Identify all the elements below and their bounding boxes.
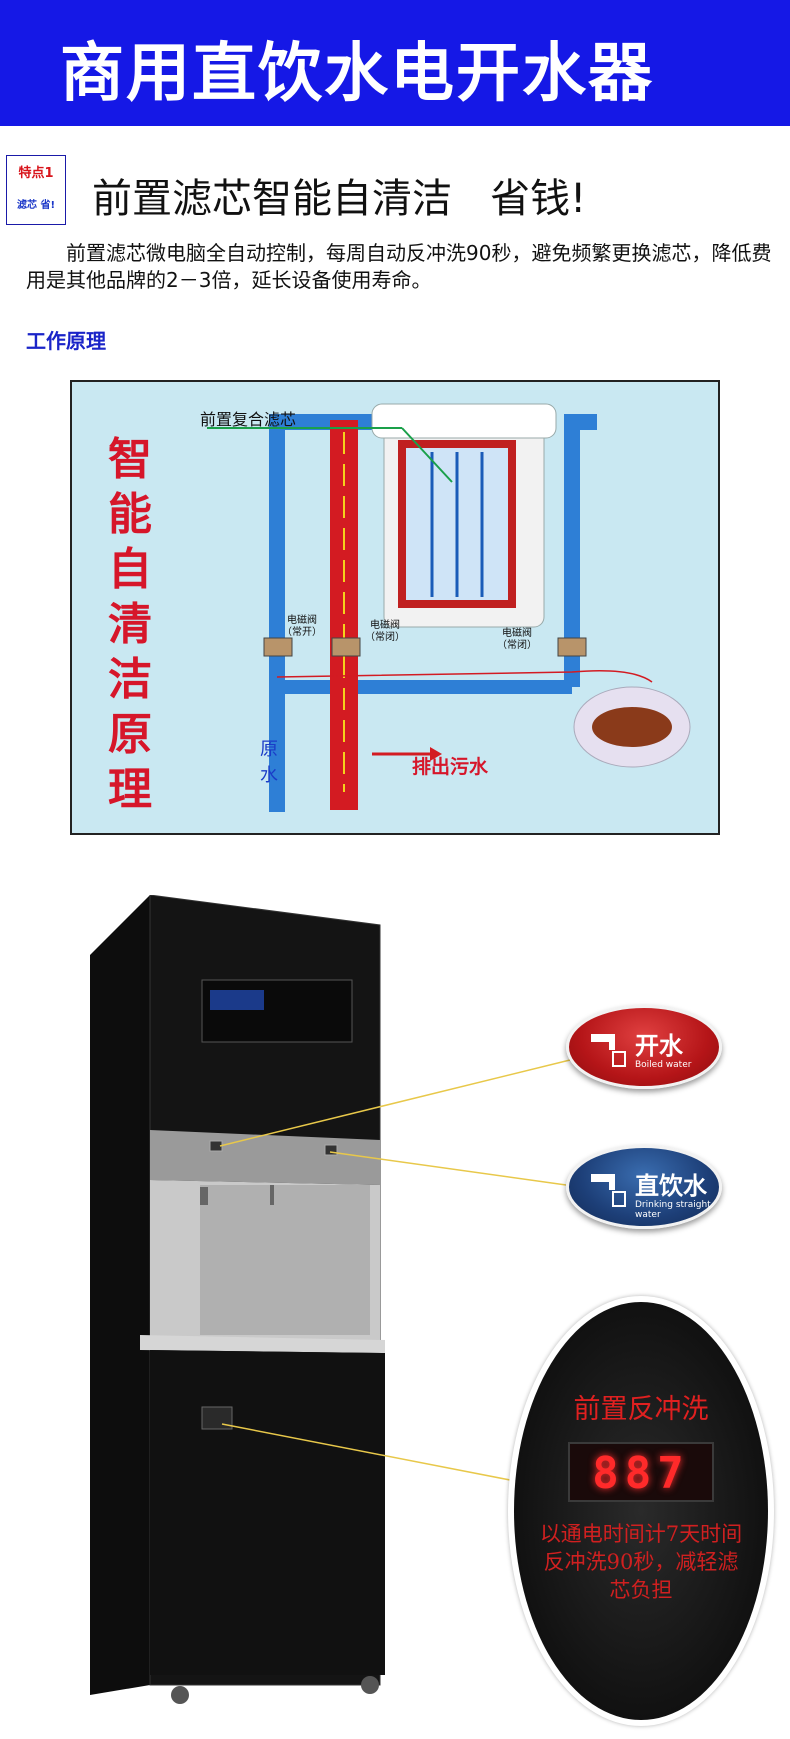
valve-right-icon (557, 637, 587, 657)
valve-mid-label: 电磁阀 （常闭） (365, 620, 405, 643)
pipe-diagram (207, 403, 691, 812)
badge-sublabel: 滤芯 省! (16, 200, 56, 211)
section-title: 工作原理 (26, 329, 106, 353)
direct-water-subtitle: Drinking straight water (635, 1200, 711, 1220)
filter-label: 前置复合滤芯 (200, 410, 297, 429)
page-title: 商用直饮水电开水器 (60, 37, 654, 111)
inlet-label: 原水 (260, 739, 278, 786)
valve-right-label: 电磁阀 （常闭） (497, 628, 537, 651)
feature-title: 前置滤芯智能自清洁 省钱! (92, 176, 587, 222)
display-description: 以通电时间计7天时间反冲洗90秒，减轻滤芯负担 (539, 1522, 743, 1602)
valve-left-label: 电磁阀 （常开） (282, 615, 322, 638)
header-banner: 商用直饮水电开水器 (0, 0, 790, 126)
direct-water-callout: 直饮水 Drinking straight water (566, 1145, 722, 1229)
tap-icon (591, 1174, 626, 1207)
diagram-vertical-title: 智 能 自 清 洁 原 理 (108, 434, 152, 815)
tap-icon (591, 1034, 626, 1067)
feature-badge: 特点1 滤芯 省! (6, 155, 66, 225)
valve-mid-icon (331, 637, 361, 657)
blue-pipe-outlet (564, 414, 597, 687)
boiled-water-callout: 开水 Boiled water (566, 1005, 722, 1089)
led-readout: 887 (568, 1442, 714, 1502)
badge-label: 特点1 (18, 166, 54, 181)
display-title: 前置反冲洗 (573, 1394, 709, 1425)
drain-label: 排出污水 (412, 756, 489, 778)
boiled-water-title: 开水 (635, 1032, 683, 1060)
direct-water-title: 直饮水 (635, 1172, 707, 1200)
backwash-display-closeup: 前置反冲洗 887 以通电时间计7天时间反冲洗90秒，减轻滤芯负担 (508, 1296, 774, 1726)
water-dispenser-image (90, 895, 385, 1704)
boiled-water-subtitle: Boiled water (635, 1060, 692, 1070)
feature-description: 前置滤芯微电脑全自动控制，每周自动反冲洗90秒，避免频繁更换滤芯，降低费用是其他… (26, 241, 772, 292)
self-cleaning-diagram: 智 能 自 清 洁 原 理 前置复合滤芯 电磁阀 （常开） 电磁阀 （常闭） 电… (70, 380, 720, 835)
led-digits: 887 (592, 1448, 690, 1499)
valve-left-icon (263, 637, 293, 657)
